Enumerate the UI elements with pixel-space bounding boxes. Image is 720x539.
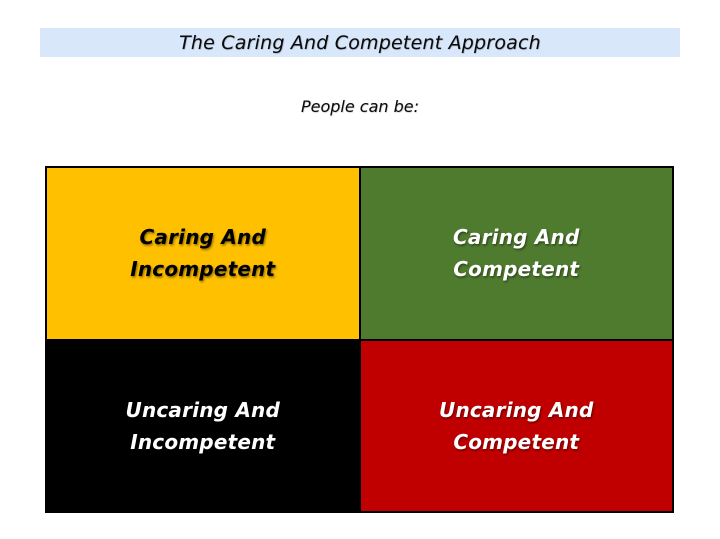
subtitle: People can be:: [300, 97, 420, 116]
quadrant-caring-competent: Caring And Competent: [360, 168, 672, 339]
quadrant-caring-incompetent: Caring And Incompetent: [47, 168, 359, 339]
quadrant-uncaring-competent: Uncaring And Competent: [360, 340, 672, 511]
title-banner: The Caring And Competent Approach: [40, 28, 680, 57]
quadrant-uncaring-incompetent: Uncaring And Incompetent: [47, 340, 359, 511]
page-title: The Caring And Competent Approach: [179, 31, 541, 54]
quadrant-grid: Caring And Incompetent Caring And Compet…: [45, 166, 674, 513]
